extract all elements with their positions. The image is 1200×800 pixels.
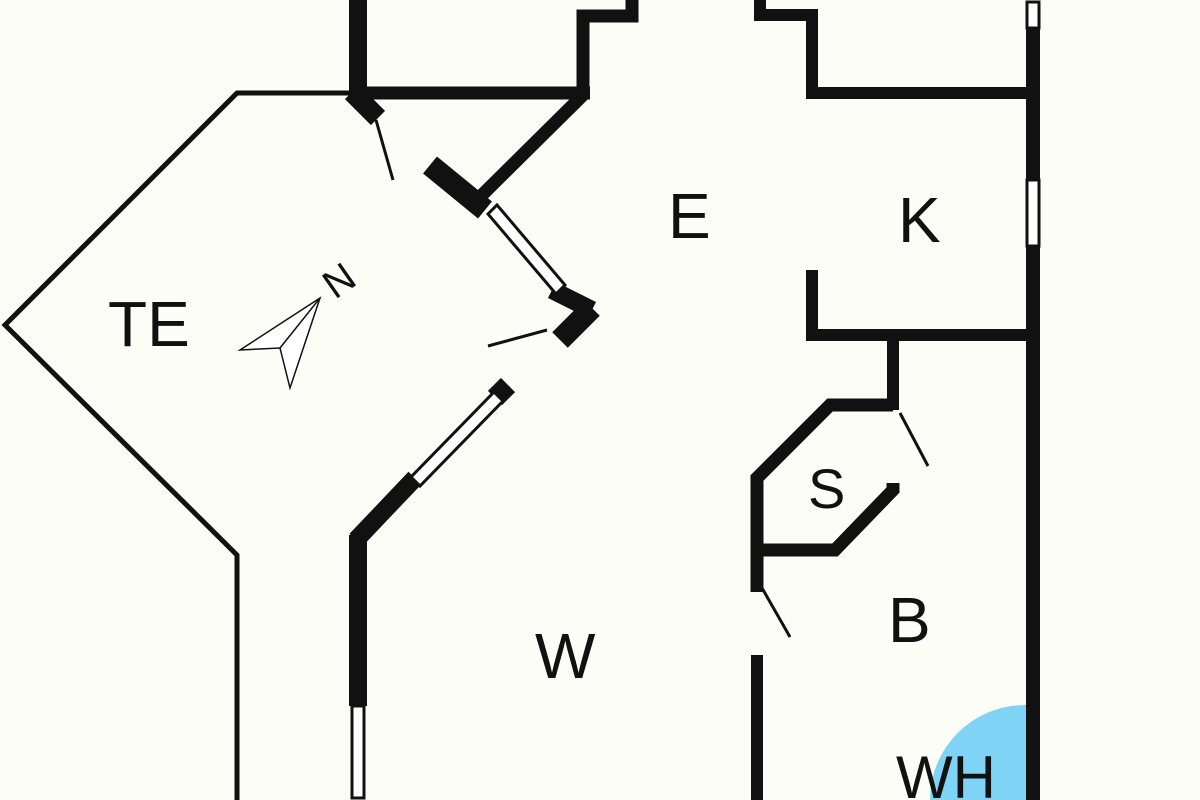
window	[485, 202, 568, 297]
room-label-w: W	[535, 620, 596, 692]
window	[408, 389, 506, 489]
water-heater-area	[930, 705, 1030, 800]
room-label-k: K	[898, 184, 941, 256]
room-label-e: E	[668, 180, 711, 252]
terrace-outline	[1, 90, 352, 800]
room-label-wh: WH	[896, 744, 996, 800]
door-swings	[374, 119, 930, 638]
room-label-te: TE	[108, 288, 190, 360]
window	[350, 704, 366, 800]
window	[1025, 178, 1041, 248]
windows	[350, 0, 1041, 800]
room-label-s: S	[808, 457, 845, 520]
window	[1025, 0, 1041, 30]
room-label-b: B	[888, 584, 931, 656]
